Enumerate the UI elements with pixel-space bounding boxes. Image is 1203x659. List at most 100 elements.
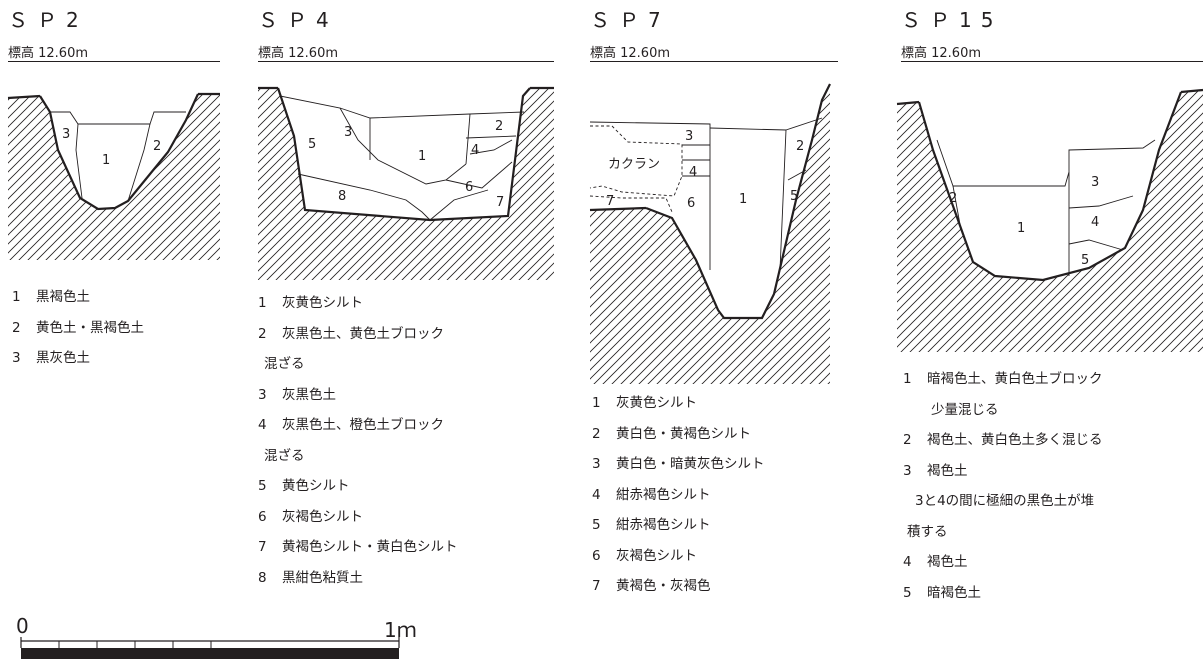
layer-label: 7 xyxy=(496,195,504,210)
disturbance-boundary xyxy=(589,125,683,197)
pit-fill xyxy=(646,84,830,318)
layer-label: 2 xyxy=(153,139,161,154)
disturbance-label: カクラン xyxy=(608,157,660,172)
section-profile-drawing: 1 2 3 4 5 6 7 8 xyxy=(258,86,554,280)
elevation-line xyxy=(901,61,1203,62)
elevation-line xyxy=(590,61,838,62)
pit-outline xyxy=(645,83,831,320)
pit-fill xyxy=(278,88,530,220)
elevation-label: 標高 12.60m xyxy=(258,46,339,61)
elevation-label: 標高 12.60m xyxy=(8,46,89,61)
layer-boundary xyxy=(75,123,83,199)
layer-label: 2 xyxy=(495,119,503,134)
layer-label: 3 xyxy=(62,127,70,142)
layer-label: 3 xyxy=(344,125,352,140)
layer-label: 4 xyxy=(471,143,479,158)
section-title: ＳＰ15 xyxy=(901,8,1003,32)
layer-label: 2 xyxy=(796,139,804,154)
layer-label: 2 xyxy=(949,191,957,206)
layer-label: 4 xyxy=(689,165,697,180)
layer-boundary xyxy=(952,185,962,231)
layer-label: 1 xyxy=(418,149,426,164)
layer-boundary xyxy=(785,117,823,131)
ground-surface xyxy=(896,100,920,106)
layer-boundary xyxy=(429,189,489,221)
layer-label: 3 xyxy=(1091,175,1099,190)
legend-item: 混ざる xyxy=(264,356,305,372)
elevation-label: 標高 12.60m xyxy=(590,46,671,61)
layer-label: 8 xyxy=(338,189,346,204)
section-title: ＳＰ7 xyxy=(590,8,670,32)
layer-label: 1 xyxy=(1017,221,1025,236)
ground-surface xyxy=(589,206,647,212)
section-profile-drawing: 1 2 3 xyxy=(7,92,220,260)
layer-label: 6 xyxy=(687,196,695,211)
layer-label: 5 xyxy=(308,137,316,152)
ground-hatch xyxy=(258,88,554,280)
layer-boundary xyxy=(339,107,467,185)
section-title: ＳＰ4 xyxy=(258,8,338,32)
layer-boundary xyxy=(589,121,711,270)
layer-boundary xyxy=(50,111,186,125)
layer-boundary xyxy=(297,173,431,221)
section-profile-drawing: 1 2 3 4 5 xyxy=(896,88,1203,352)
layer-boundary xyxy=(465,113,471,165)
layer-boundary xyxy=(465,135,517,139)
layer-label: 3 xyxy=(685,129,693,144)
legend-item: 少量混じる xyxy=(931,401,999,418)
scale-end-label: 1ｍ xyxy=(384,618,417,642)
legend-item: 積する xyxy=(907,523,948,540)
legend-item: 3と4の間に極細の黒色土が堆 xyxy=(915,493,1095,509)
ground-surface xyxy=(7,94,41,100)
ground-hatch xyxy=(590,84,830,384)
legend-item: 混ざる xyxy=(264,447,305,464)
layer-label: 5 xyxy=(790,189,798,204)
layer-boundary xyxy=(787,169,807,181)
layer-label: 4 xyxy=(1091,215,1099,230)
layer-boundary xyxy=(1068,195,1134,209)
layer-boundary xyxy=(445,161,513,189)
section-profile-drawing: 1 2 3 4 5 6 7 カクラン xyxy=(589,83,831,384)
elevation-label: 標高 12.60m xyxy=(901,46,982,61)
layer-label: 1 xyxy=(739,192,747,207)
layer-label: 6 xyxy=(465,180,473,195)
pit-outline xyxy=(39,93,199,211)
section-title: ＳＰ2 xyxy=(8,8,88,32)
pit-outline xyxy=(917,91,1183,282)
layer-label: 7 xyxy=(606,194,614,209)
ground-surface xyxy=(1180,88,1203,94)
elevation-line xyxy=(258,61,554,62)
layer-label: 5 xyxy=(1081,253,1089,268)
layer-boundary xyxy=(1068,239,1124,251)
disturbance-boundary xyxy=(589,195,673,213)
